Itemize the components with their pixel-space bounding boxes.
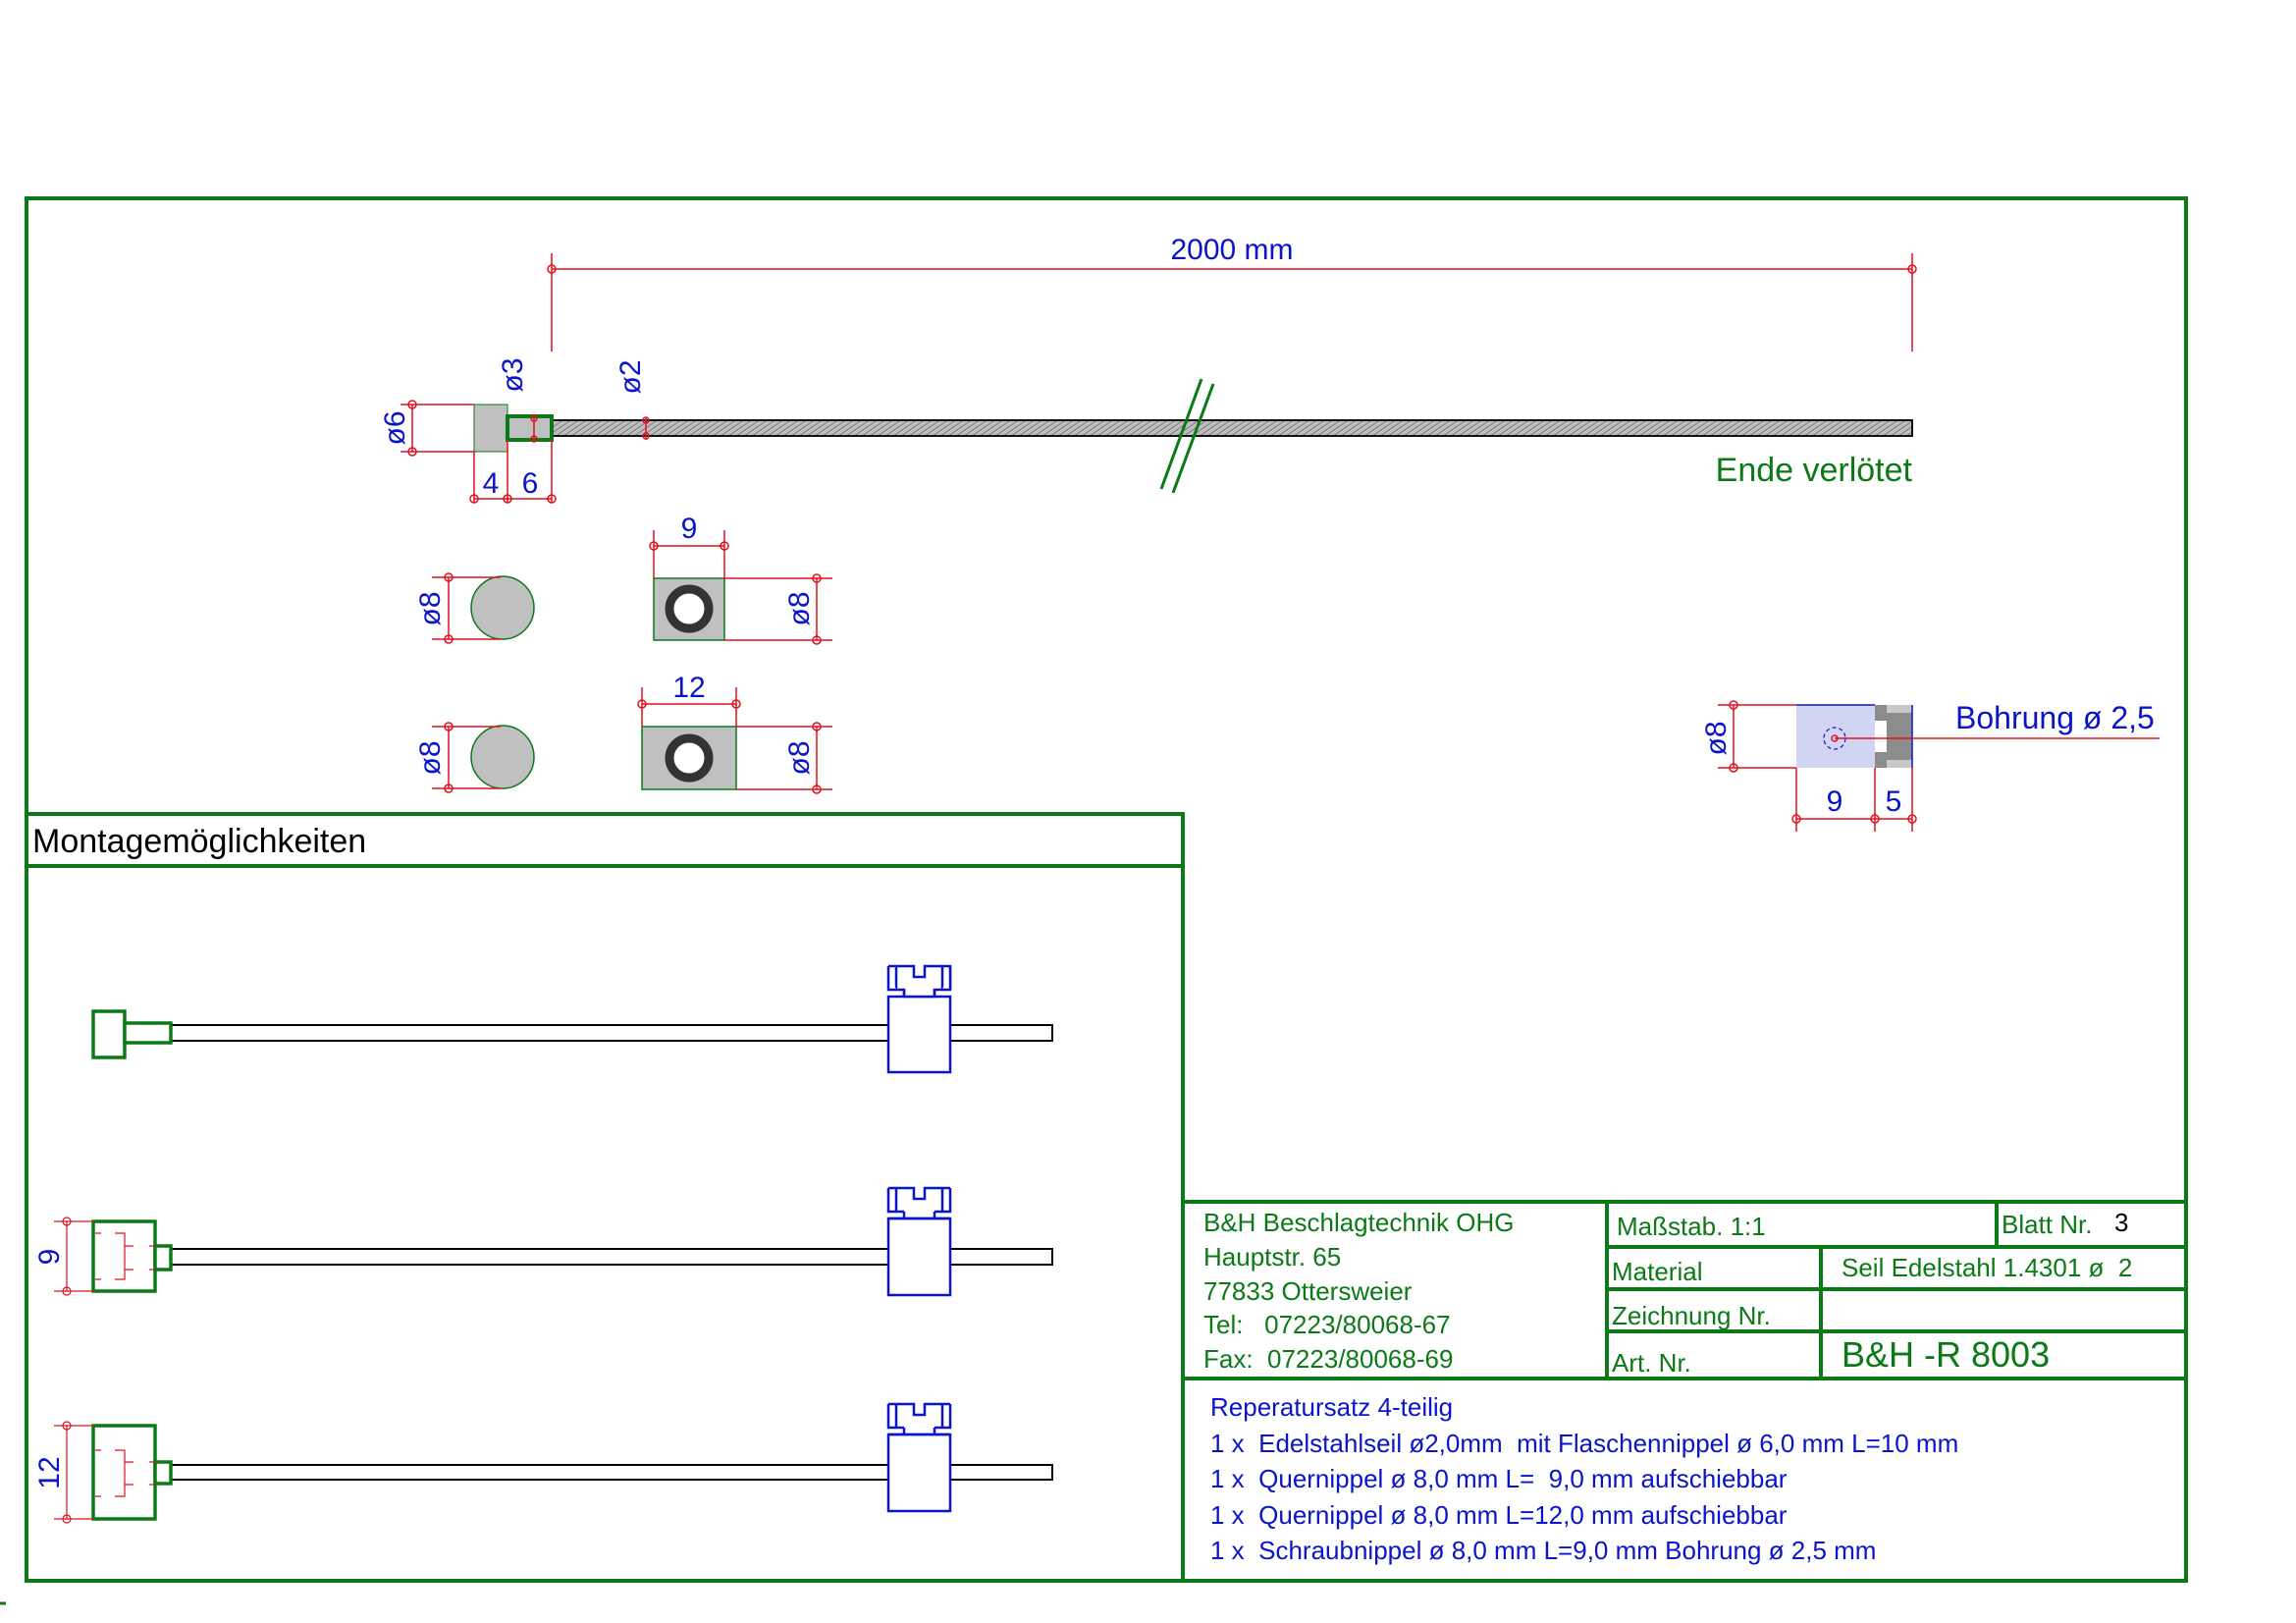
article-label: Art. Nr. xyxy=(1612,1348,1691,1378)
article-value: B&H -R 8003 xyxy=(1842,1334,2050,1375)
cross-nipple-9-side-diameter: ø8 xyxy=(414,591,447,625)
montage-variant-1 xyxy=(91,964,1053,1074)
variant-2-dim: 9 xyxy=(33,1249,66,1266)
break-symbol xyxy=(1159,378,1215,494)
cross-nipple-9-front-diameter: ø8 xyxy=(783,591,816,625)
parts-list-title: Reperatursatz 4-teilig xyxy=(1210,1392,1453,1422)
cross-nipple-12-length: 12 xyxy=(672,672,705,704)
rope-end-note: Ende verlötet xyxy=(1716,452,1913,489)
bottle-nipple xyxy=(473,404,554,453)
bore-note: Bohrung ø 2,5 xyxy=(1955,700,2155,735)
company-info: B&H Beschlagtechnik OHG Hauptstr. 65 778… xyxy=(1203,1208,1514,1374)
rope xyxy=(551,419,1913,437)
neck-length-label: 6 xyxy=(522,467,539,500)
cross-nipple-9-side: ø8 xyxy=(414,572,535,644)
company-line: Fax: 07223/80068-69 xyxy=(1203,1344,1453,1374)
sheet-value: 3 xyxy=(2114,1208,2128,1237)
montage-section: Montagemöglichkeiten 9 xyxy=(25,812,1185,1583)
parts-list-item: 1 x Schraubnippel ø 8,0 mm L=9,0 mm Bohr… xyxy=(1210,1536,1876,1565)
rope-diameter-label: ø2 xyxy=(614,359,647,394)
material-label: Material xyxy=(1612,1257,1702,1286)
company-line: B&H Beschlagtechnik OHG xyxy=(1203,1208,1514,1237)
company-line: Hauptstr. 65 xyxy=(1203,1242,1341,1271)
neck-diameter-label: ø3 xyxy=(497,357,529,392)
variant-3-dim: 12 xyxy=(33,1456,66,1488)
head-diameter-label: ø6 xyxy=(379,410,411,445)
cross-nipple-12-side: ø8 xyxy=(414,722,535,793)
parts-list: Reperatursatz 4-teilig 1 x Edelstahlseil… xyxy=(1210,1392,1958,1565)
cross-nipple-9-front: 9 ø8 xyxy=(649,513,832,645)
parts-list-item: 1 x Quernippel ø 8,0 mm L= 9,0 mm aufsch… xyxy=(1210,1464,1788,1493)
material-value: Seil Edelstahl 1.4301 ø 2 xyxy=(1842,1253,2132,1282)
cross-nipple-12-side-diameter: ø8 xyxy=(414,740,447,775)
screw-nipple-body-length: 9 xyxy=(1827,785,1843,818)
scale-label: Maßstab. 1:1 xyxy=(1617,1212,1766,1241)
cross-nipple-9-length: 9 xyxy=(681,513,698,545)
screw-nipple-head-length: 5 xyxy=(1886,785,1902,818)
cross-nipple-12-front-diameter: ø8 xyxy=(783,740,816,775)
screw-nipple: ø8 9 5 Bohrung ø 2,5 xyxy=(1700,700,2160,832)
parts-list-item: 1 x Edelstahlseil ø2,0mm mit Flaschennip… xyxy=(1210,1429,1958,1458)
company-line: Tel: 07223/80068-67 xyxy=(1203,1310,1451,1339)
sheet-label: Blatt Nr. xyxy=(2002,1210,2092,1239)
montage-title: Montagemöglichkeiten xyxy=(32,823,366,860)
overall-length-label: 2000 mm xyxy=(1170,234,1293,266)
title-block xyxy=(1183,1200,2186,1380)
drawing-number-label: Zeichnung Nr. xyxy=(1612,1301,1771,1330)
head-length-label: 4 xyxy=(483,467,500,500)
nipple-dimensions xyxy=(400,400,650,504)
montage-variant-3: 12 xyxy=(33,1402,1053,1524)
company-line: 77833 Ottersweier xyxy=(1203,1276,1413,1306)
montage-variant-2: 9 xyxy=(33,1186,1053,1297)
overall-length-dimension: 2000 mm xyxy=(547,234,1917,352)
screw-nipple-diameter: ø8 xyxy=(1700,721,1733,755)
parts-list-item: 1 x Quernippel ø 8,0 mm L=12,0 mm aufsch… xyxy=(1210,1500,1788,1530)
cross-nipple-12-front: 12 ø8 xyxy=(637,672,832,794)
